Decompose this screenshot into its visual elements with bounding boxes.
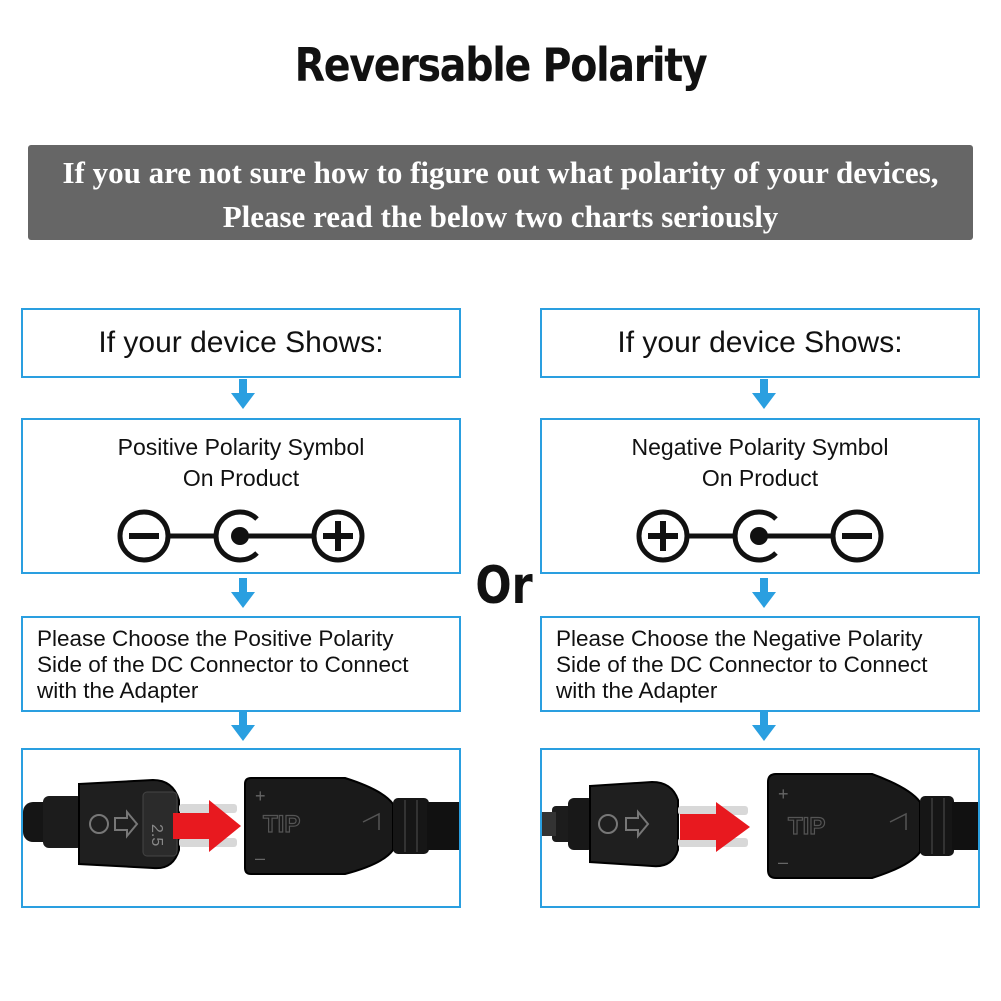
left-shows-label: If your device Shows: xyxy=(98,326,384,359)
down-arrow-icon xyxy=(752,711,776,741)
left-choose-line-1: Please Choose the Positive Polarity xyxy=(37,626,394,651)
page-title: Reversable Polarity xyxy=(294,38,708,92)
left-choose-box: Please Choose the Positive Polarity Side… xyxy=(21,616,461,712)
socket-tip-label: TIP xyxy=(263,811,300,838)
or-label: Or xyxy=(475,556,533,616)
right-connector-illustration: TIP + – xyxy=(542,773,978,879)
right-choose-box: Please Choose the Negative Polarity Side… xyxy=(540,616,980,712)
socket-minus-mark: – xyxy=(778,852,788,872)
down-arrow-icon xyxy=(231,379,255,409)
left-choose-line-3: with the Adapter xyxy=(37,678,199,703)
instruction-banner: If you are not sure how to figure out wh… xyxy=(28,145,973,240)
down-arrow-icon xyxy=(752,578,776,608)
right-connector-photo: TIP + – xyxy=(540,748,980,908)
red-arrow-icon xyxy=(680,802,750,852)
left-shows-box: If your device Shows: xyxy=(21,308,461,378)
socket-plus-mark: + xyxy=(255,786,266,806)
down-arrow-icon xyxy=(231,578,255,608)
right-symbol-title-line-1: Negative Polarity Symbol xyxy=(631,434,889,460)
left-symbol-box: Positive Polarity Symbol On Product xyxy=(21,418,461,574)
right-shows-label: If your device Shows: xyxy=(617,326,903,359)
down-arrow-icon xyxy=(752,379,776,409)
socket-plus-mark: + xyxy=(778,784,789,804)
right-shows-box: If your device Shows: xyxy=(540,308,980,378)
left-connector-illustration: 2.5 TIP + – xyxy=(23,777,459,875)
right-choose-line-3: with the Adapter xyxy=(556,678,718,703)
banner-line-2: Please read the below two charts serious… xyxy=(222,199,779,234)
right-symbol-title-line-2: On Product xyxy=(701,465,819,491)
left-symbol-title-line-2: On Product xyxy=(182,465,300,491)
plug-rating-text: 2.5 xyxy=(148,824,165,846)
polarity-plus-icon xyxy=(636,509,690,563)
left-connector-photo: 2.5 TIP + – xyxy=(21,748,461,908)
left-choose-line-2: Side of the DC Connector to Connect xyxy=(37,652,409,677)
red-arrow-icon xyxy=(173,800,241,852)
polarity-plus-icon xyxy=(311,509,365,563)
right-choose-line-2: Side of the DC Connector to Connect xyxy=(556,652,928,677)
right-symbol-box: Negative Polarity Symbol On Product xyxy=(540,418,980,574)
down-arrow-icon xyxy=(231,711,255,741)
right-polarity-symbol xyxy=(636,509,884,563)
socket-minus-mark: – xyxy=(255,848,265,868)
left-symbol-title-line-1: Positive Polarity Symbol xyxy=(117,434,365,460)
left-polarity-symbol xyxy=(117,509,365,563)
polarity-minus-icon xyxy=(117,509,171,563)
socket-tip-label: TIP xyxy=(788,813,825,840)
polarity-minus-icon xyxy=(830,509,884,563)
right-choose-line-1: Please Choose the Negative Polarity xyxy=(556,626,923,651)
banner-line-1: If you are not sure how to figure out wh… xyxy=(62,155,939,190)
